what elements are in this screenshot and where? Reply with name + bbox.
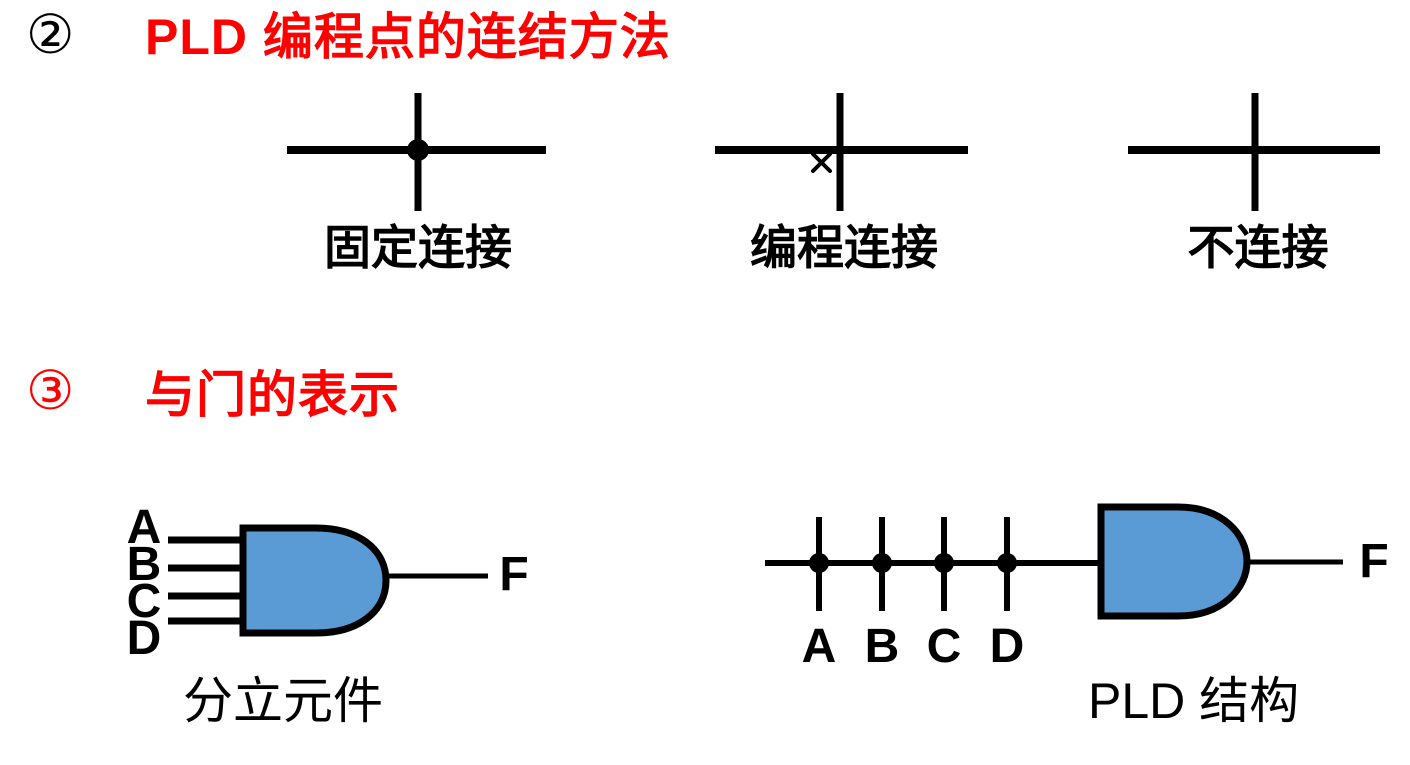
output-label-f-pld: F bbox=[1359, 535, 1389, 588]
pld-input-label-a: A bbox=[801, 620, 837, 673]
and-gate-body bbox=[239, 524, 390, 637]
discrete-input-lines bbox=[168, 536, 244, 625]
caption-discrete: 分立元件 bbox=[183, 673, 383, 729]
pld-input-label-d: D bbox=[989, 620, 1025, 673]
input-label-d: D bbox=[126, 612, 162, 665]
section-number-3: ③ bbox=[26, 359, 75, 422]
pld-and-gate bbox=[765, 503, 1343, 620]
x-mark-icon bbox=[811, 152, 832, 173]
pld-input-label-c: C bbox=[926, 620, 962, 673]
and-gate-body bbox=[1097, 503, 1251, 620]
pld-junction-dots bbox=[809, 553, 1017, 573]
junction-dot-icon bbox=[407, 139, 429, 161]
pld-input-label-b: B bbox=[864, 620, 900, 673]
label-fixed-connection: 固定连接 bbox=[324, 221, 512, 274]
label-programmable-connection: 编程连接 bbox=[750, 221, 938, 274]
section-title-and-gate: 与门的表示 bbox=[145, 367, 400, 423]
caption-pld: PLD 结构 bbox=[1088, 673, 1300, 729]
output-label-f-discrete: F bbox=[499, 548, 529, 601]
no-connection-symbol bbox=[1128, 93, 1380, 211]
label-no-connection: 不连接 bbox=[1187, 221, 1329, 274]
fixed-connection-symbol bbox=[287, 93, 546, 211]
section-title-connections: PLD 编程点的连结方法 bbox=[145, 9, 671, 65]
programmable-connection-symbol bbox=[715, 93, 968, 211]
input-label-c: C bbox=[126, 575, 162, 628]
section-number-2: ② bbox=[26, 3, 75, 66]
input-label-a: A bbox=[126, 501, 162, 554]
input-label-b: B bbox=[126, 538, 162, 591]
discrete-and-gate bbox=[168, 524, 488, 637]
